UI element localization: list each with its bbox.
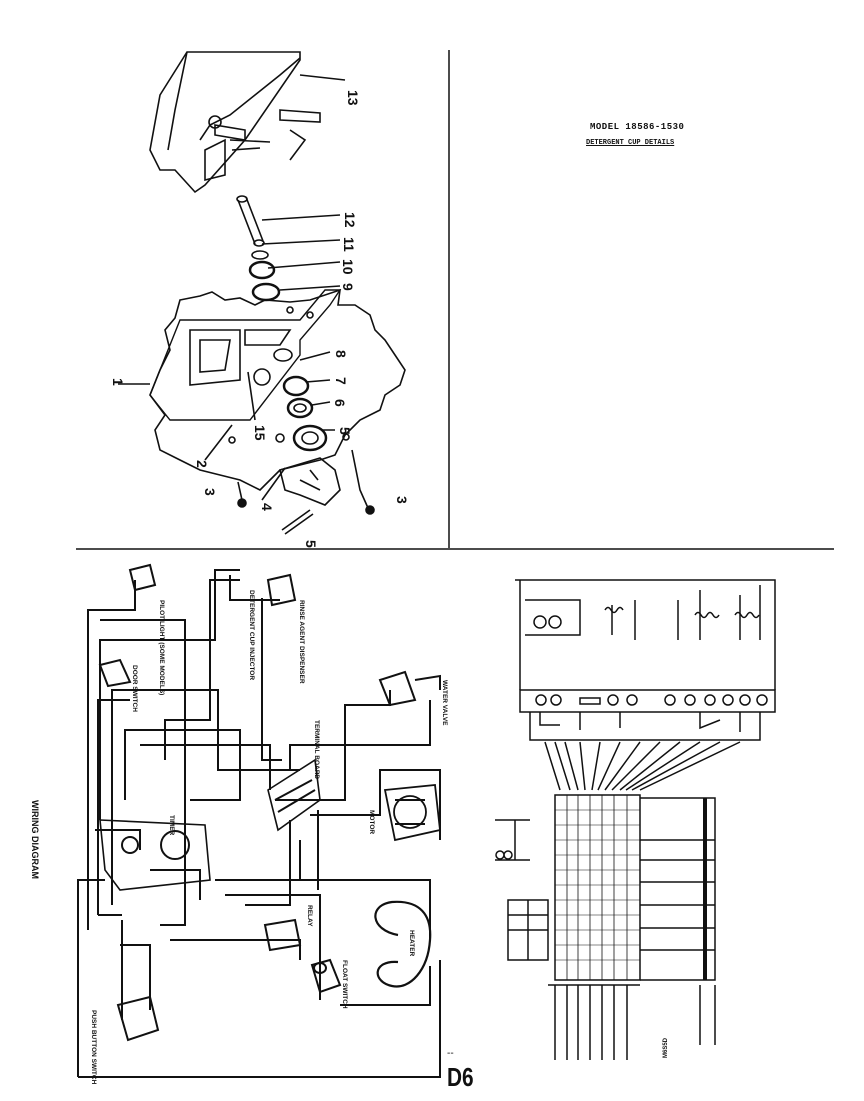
rinse-agent-label: RINSE AGENT DISPENSER xyxy=(298,600,305,684)
motor-label: MOTOR xyxy=(368,810,375,834)
schematic-diagram xyxy=(495,579,776,1060)
part-label-9: 8 xyxy=(333,350,349,358)
page-id-dash: -- xyxy=(447,1048,454,1059)
part-label-4: 4 xyxy=(259,503,275,511)
part-label-14: 13 xyxy=(345,90,361,106)
push-button-switch-label: PUSH BUTTON SWITCH xyxy=(90,1010,97,1085)
schematic-code: M6S5D xyxy=(663,1037,669,1058)
part-label-6: 5 xyxy=(337,427,353,435)
relay-label: RELAY xyxy=(306,905,313,927)
part-label-3a: 3 xyxy=(202,488,218,496)
part-number-labels: 13 12 11 10 9 8 7 6 5 15 1 2 3 3 4 5 xyxy=(110,90,410,548)
part-label-12: 11 xyxy=(341,237,357,252)
part-label-11: 10 xyxy=(340,259,356,275)
exploded-view xyxy=(118,51,406,535)
door-switch-label: DOOR SWITCH xyxy=(131,665,138,712)
model-number: MODEL 18586-1530 xyxy=(590,122,685,132)
float-switch-label: FLOAT SWITCH xyxy=(341,960,348,1009)
part-label-1: 1 xyxy=(110,378,126,386)
wiring-labels: PILOT LIGHT (SOME MODELS) DOOR SWITCH DE… xyxy=(90,590,448,1085)
pilot-light-label: PILOT LIGHT (SOME MODELS) xyxy=(158,600,165,695)
part-label-5: 5 xyxy=(303,540,319,548)
part-label-15: 15 xyxy=(252,425,268,441)
part-label-13: 12 xyxy=(342,212,358,228)
water-valve-label: WATER VALVE xyxy=(441,680,448,726)
part-label-10: 9 xyxy=(340,283,356,291)
page-id: D6 xyxy=(447,1062,474,1092)
part-label-8: 7 xyxy=(333,377,349,385)
timer-label: TIMER xyxy=(168,815,175,836)
terminal-board-label: TERMINAL BOARD xyxy=(313,720,320,779)
part-label-2: 2 xyxy=(194,460,210,468)
heater-label: HEATER xyxy=(408,930,415,957)
detergent-cup-injector-label: DETERGENT CUP INJECTOR xyxy=(248,590,255,680)
detail-subtitle: DETERGENT CUP DETAILS xyxy=(586,139,675,147)
wiring-diagram xyxy=(77,563,441,1078)
wiring-diagram-title: WIRING DIAGRAM xyxy=(30,800,40,879)
part-label-7: 6 xyxy=(332,399,348,407)
part-label-3b: 3 xyxy=(394,496,410,504)
